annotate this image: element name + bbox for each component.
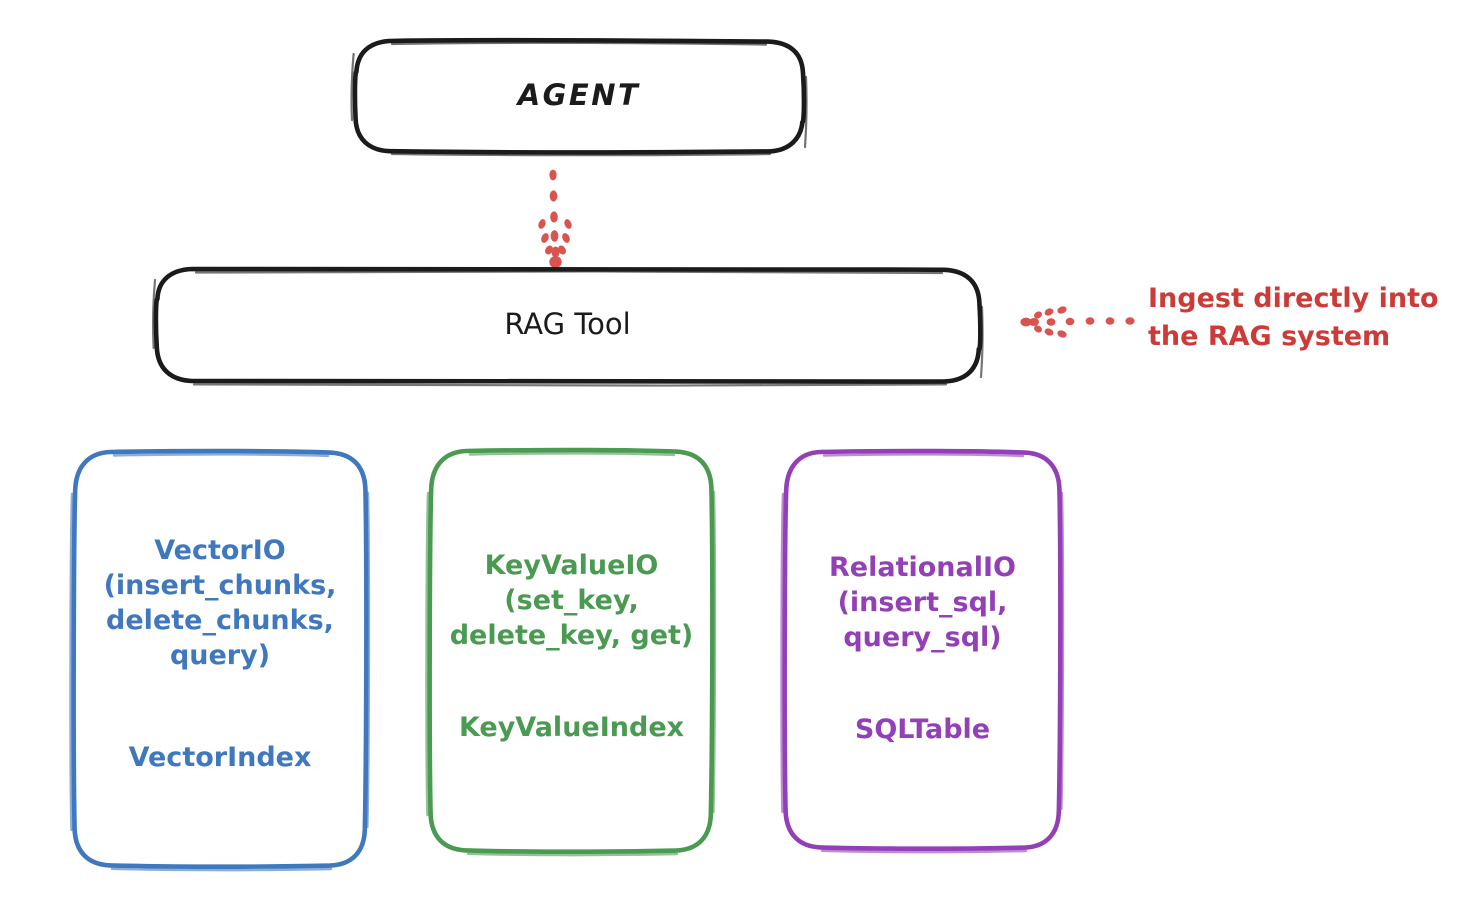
key-value-io-card-sketch-overlay [425,452,717,857]
vector-io-card-outline [71,448,369,870]
agent-to-rag-arrow [538,169,572,268]
agent-node[interactable] [350,37,808,157]
vector-index-label: VectorIndex [128,742,312,773]
sql-table-label: SQLTable [854,714,991,745]
ingest-note-label: Ingest directly into the RAG system [1148,283,1439,353]
key-value-index-label: KeyValueIndex [458,712,685,743]
agent-label: AGENT [517,78,641,112]
rag-tool-box-outline [153,265,983,385]
agent-box-sketch-overlay [350,41,808,157]
rag-tool-box-sketch-overlay [152,270,984,387]
key-value-io-api-label: KeyValueIO (set_key, delete_key, get) [449,550,694,652]
vector-io-card[interactable] [69,448,371,872]
relational-io-card[interactable] [780,448,1065,854]
rag-tool-node[interactable] [152,265,984,387]
relational-io-card-outline [782,448,1063,852]
rag-tool-label: RAG Tool [504,307,631,341]
relational-io-api-label: RelationalIO (insert_sql, query_sql) [829,552,1016,654]
key-value-io-card[interactable] [425,447,717,857]
ingest-note-arrow [1020,306,1135,338]
vector-io-api-label: VectorIO (insert_chunks, delete_chunks, … [103,535,337,672]
vector-io-card-sketch-overlay [69,453,371,872]
agent-box-outline [352,37,807,155]
relational-io-card-sketch-overlay [780,453,1065,854]
key-value-io-card-outline [427,447,715,855]
